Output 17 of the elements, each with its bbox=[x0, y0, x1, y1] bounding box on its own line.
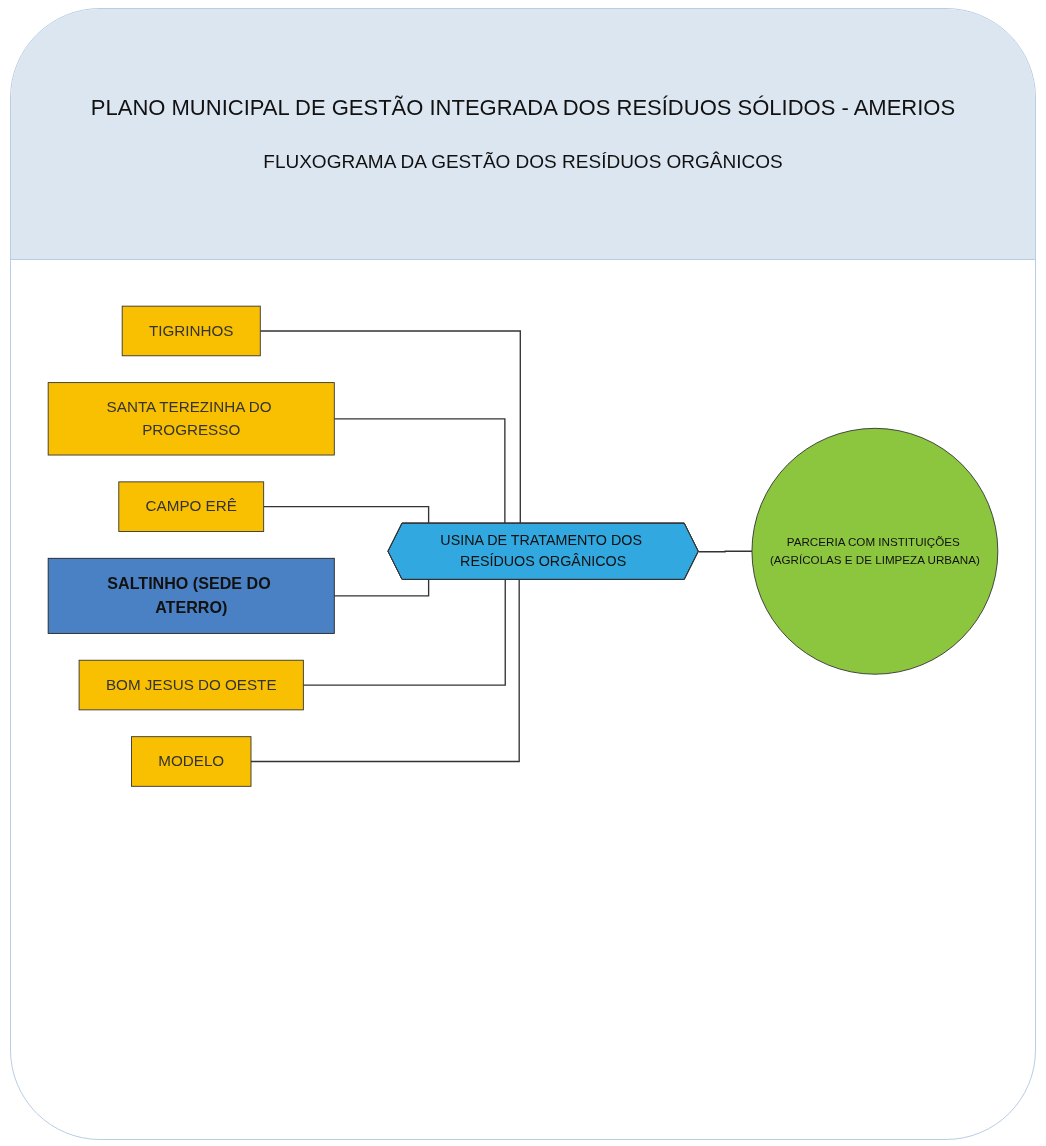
connector bbox=[333, 579, 430, 597]
connector bbox=[302, 579, 506, 686]
diagram-panel: PLANO MUNICIPAL DE GESTÃO INTEGRADA DOS RESÍDUOS SÓLIDOS - AMERIOS FLUXOGRAMA DA GESTÃO DOS RESÍDUOS ORGÂNICOS TIGRINHOS SANTA TEREZINHA DO PROGRESSO CAMPO ERÊ SALTINHO (SEDE DO ATERRO) BOM JESUS DO OESTE MODELO USINA DE TRATAMENTO DOS RESÍDUOS ORGÂNICOS PARCERIA COM INSTITUIÇÕES (AGRÍCOLAS E DE LIMPEZA URBANA) bbox=[10, 8, 1036, 1140]
diagram-subtitle: FLUXOGRAMA DA GESTÃO DOS RESÍDUOS ORGÂNICOS bbox=[263, 151, 783, 173]
node-box bbox=[78, 659, 304, 711]
diagram-title: PLANO MUNICIPAL DE GESTÃO INTEGRADA DOS RESÍDUOS SÓLIDOS - AMERIOS bbox=[90, 95, 956, 121]
node-box bbox=[47, 382, 335, 456]
connector bbox=[259, 330, 521, 525]
node-box bbox=[47, 557, 335, 634]
node-circle bbox=[751, 427, 999, 675]
connector bbox=[698, 550, 753, 553]
node-box bbox=[121, 305, 261, 357]
node-box bbox=[131, 736, 252, 787]
connector bbox=[333, 418, 506, 525]
connector bbox=[263, 506, 430, 525]
node-box bbox=[118, 481, 265, 532]
connector bbox=[250, 579, 520, 763]
